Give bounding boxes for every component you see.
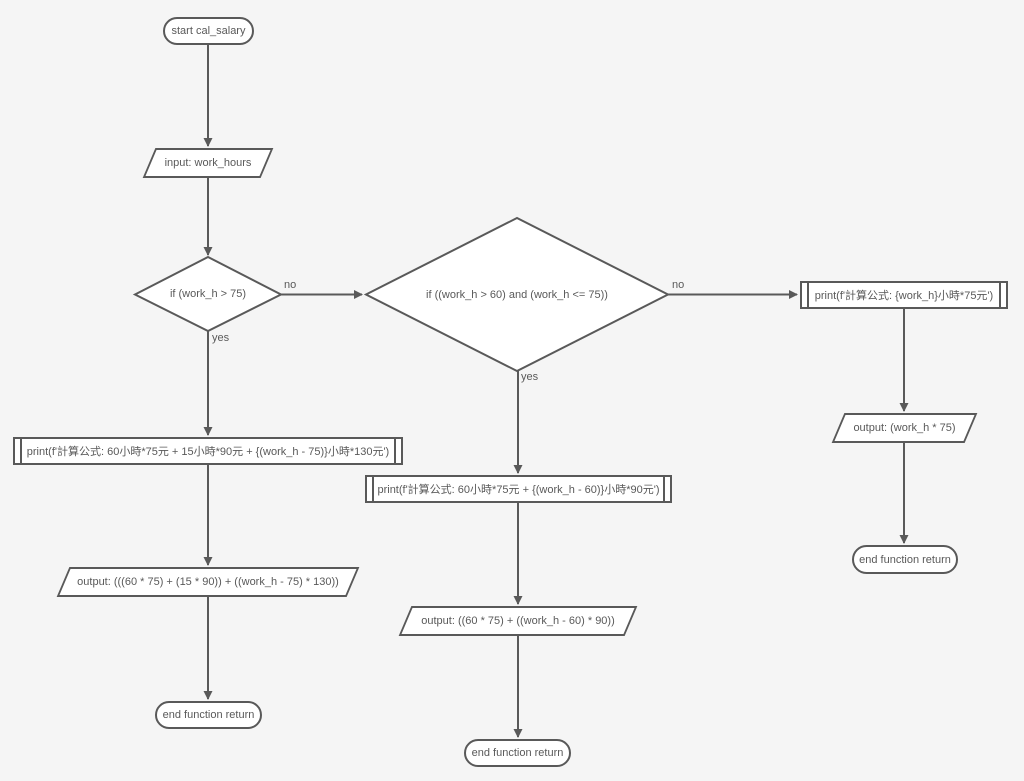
- output-over-75-node: output: (((60 * 75) + (15 * 90)) + ((wor…: [56, 567, 360, 597]
- end-over-75-label: end function return: [162, 709, 255, 721]
- end-over-75-node: end function return: [155, 701, 262, 729]
- output-60-to-75-label: output: ((60 * 75) + ((work_h - 60) * 90…: [421, 615, 615, 627]
- subroutine-bar-right: [999, 283, 1001, 307]
- subroutine-bar-left: [372, 477, 374, 501]
- decision2-label: if ((work_h > 60) and (work_h <= 75)): [426, 288, 608, 301]
- print-60-to-75-node: print(f'計算公式: 60小時*75元 + {(work_h - 60)}…: [365, 475, 672, 503]
- print-over-75-node: print(f'計算公式: 60小時*75元 + 15小時*90元 + {(wo…: [13, 437, 403, 465]
- end-under-60-label: end function return: [859, 553, 951, 566]
- subroutine-bar-right: [394, 439, 396, 463]
- start-node-label: start cal_salary: [171, 25, 246, 37]
- end-60-to-75-node: end function return: [464, 739, 571, 767]
- subroutine-bar-left: [807, 283, 809, 307]
- decision1-yes-label: yes: [212, 332, 230, 344]
- input-work-hours-label: input: work_hours: [164, 157, 252, 169]
- output-under-60-node: output: (work_h * 75): [831, 413, 978, 443]
- decision2-yes-label: yes: [521, 371, 539, 383]
- edges-group: [203, 45, 909, 738]
- print-under-60-node: print(f'計算公式: {work_h}小時*75元'): [800, 281, 1008, 309]
- input-work-hours-node: input: work_hours: [142, 148, 274, 178]
- output-60-to-75-node: output: ((60 * 75) + ((work_h - 60) * 90…: [398, 606, 638, 636]
- start-node: start cal_salary: [163, 17, 254, 45]
- subroutine-bar-right: [663, 477, 665, 501]
- end-under-60-node: end function return: [852, 545, 958, 574]
- subroutine-bar-left: [20, 439, 22, 463]
- output-over-75-label: output: (((60 * 75) + (15 * 90)) + ((wor…: [77, 576, 339, 588]
- end-60-to-75-label: end function return: [471, 747, 564, 759]
- decision2-shape: [363, 216, 671, 373]
- decision1-no-label: no: [284, 279, 297, 291]
- print-over-75-label: print(f'計算公式: 60小時*75元 + 15小時*90元 + {(wo…: [26, 446, 390, 458]
- decision-shapes: [132, 216, 671, 373]
- output-under-60-label: output: (work_h * 75): [853, 422, 956, 434]
- print-60-to-75-label: print(f'計算公式: 60小時*75元 + {(work_h - 60)}…: [377, 484, 660, 496]
- decision2-no-label: no: [672, 279, 685, 291]
- decision1-label: if (work_h > 75): [169, 288, 247, 300]
- print-under-60-label: print(f'計算公式: {work_h}小時*75元'): [814, 290, 994, 302]
- decision1-shape: [132, 255, 284, 333]
